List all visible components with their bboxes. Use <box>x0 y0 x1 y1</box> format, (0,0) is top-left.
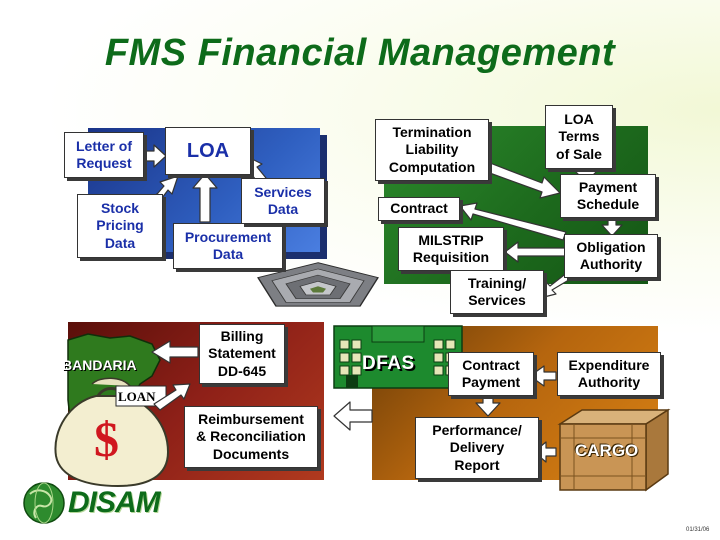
termination-liability-box: Termination Liability Computation <box>375 119 489 181</box>
services-data-box: Services Data <box>241 178 325 224</box>
loan-label: LOAN <box>118 389 156 404</box>
billing-statement-box: Billing Statement DD-645 <box>199 324 285 384</box>
cargo-label: CARGO <box>575 441 639 460</box>
milstrip-requisition-box: MILSTRIP Requisition <box>398 227 504 271</box>
footer-date: 01/31/06 <box>686 527 710 533</box>
reimbursement-reconciliation-box: Reimbursement & Reconciliation Documents <box>184 406 318 468</box>
procurement-data-box: Procurement Data <box>173 223 283 269</box>
dollar-sign: $ <box>94 411 119 467</box>
disam-logo-text: DISAM <box>68 486 161 519</box>
bandaria-label: BANDARIA <box>62 357 137 373</box>
obligation-authority-box: Obligation Authority <box>564 234 658 278</box>
contract-payment-box: Contract Payment <box>448 352 534 396</box>
contract-box: Contract <box>378 197 460 221</box>
training-services-box: Training/ Services <box>450 270 544 314</box>
expenditure-authority-box: Expenditure Authority <box>557 352 661 396</box>
payment-schedule-box: Payment Schedule <box>560 174 656 218</box>
dfas-label: DFAS <box>362 353 415 374</box>
slide-title: FMS Financial Management <box>104 32 616 74</box>
performance-delivery-report-box: Performance/ Delivery Report <box>415 417 539 479</box>
loa-box: LOA <box>165 127 251 175</box>
letter-of-request-box: Letter of Request <box>64 132 144 178</box>
loa-terms-box: LOA Terms of Sale <box>545 105 613 169</box>
arrow-dfas-to-reimbursement <box>333 401 373 431</box>
stock-pricing-data-box: Stock Pricing Data <box>77 194 163 258</box>
